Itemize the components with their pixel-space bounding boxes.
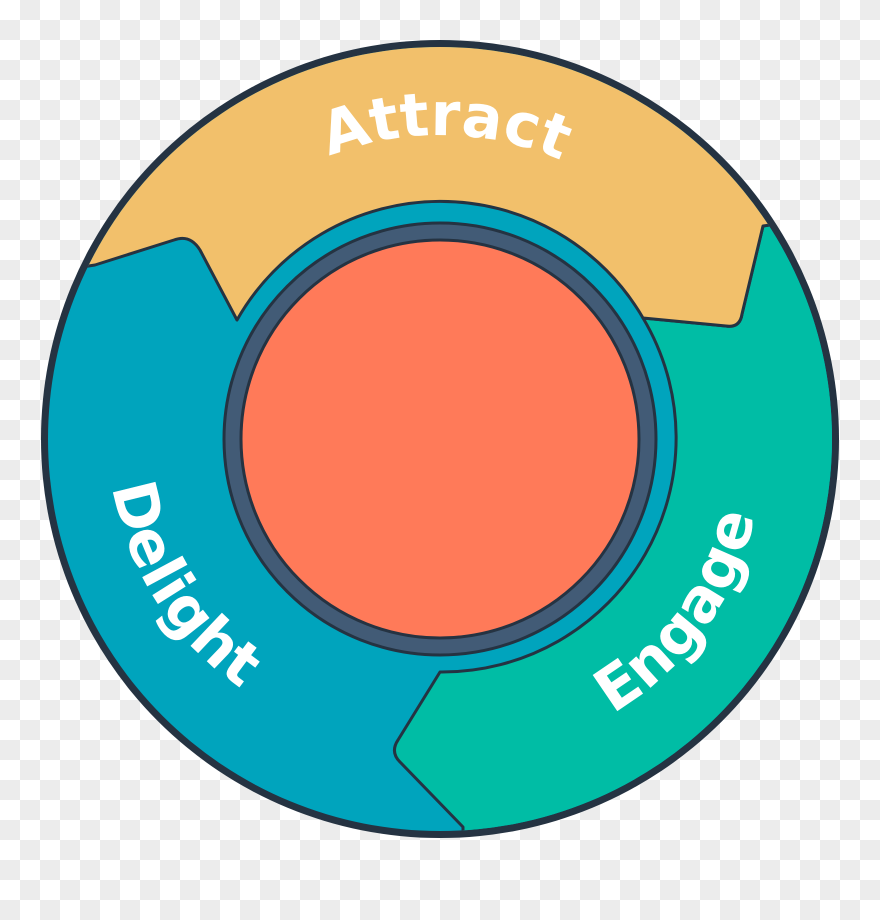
center-hub[interactable] <box>239 238 641 640</box>
